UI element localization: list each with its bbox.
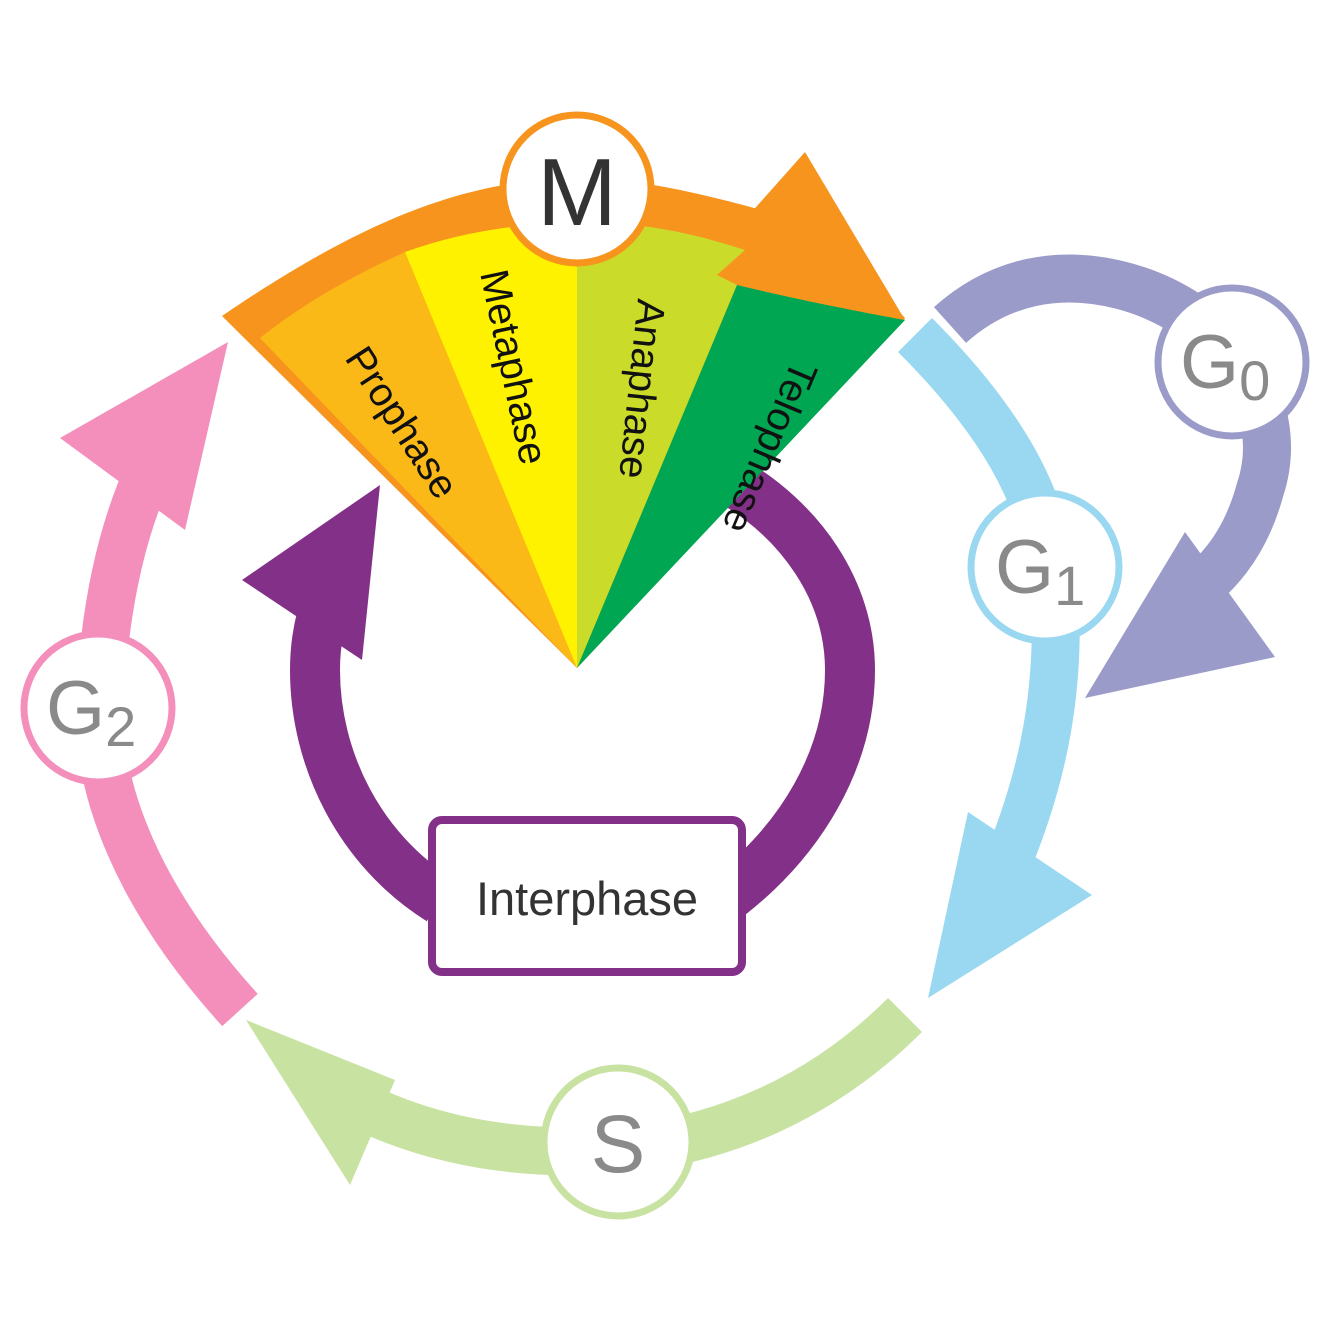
interphase-ring (242, 458, 876, 922)
interphase-box: Interphase (428, 816, 746, 976)
mitosis-fan (260, 222, 905, 668)
g2-sub-label: 2 (105, 695, 136, 758)
g2-main-label: G (46, 666, 105, 751)
g0-node: G0 (1154, 284, 1310, 440)
g0-sub-label: 0 (1239, 349, 1270, 412)
interphase-label: Interphase (476, 872, 698, 925)
g1-phase-arrow (898, 318, 1092, 998)
g0-main-label: G (1180, 320, 1239, 405)
svg-text:G1: G1 (995, 525, 1085, 617)
metaphase-wedge (405, 222, 577, 668)
svg-text:G0: G0 (1180, 320, 1270, 412)
m-phase-node: M (499, 111, 655, 267)
s-node: S (540, 1064, 696, 1220)
s-label: S (591, 1099, 646, 1190)
g1-main-label: G (995, 525, 1054, 610)
m-phase-label: M (537, 139, 617, 246)
g1-node: G1 (967, 489, 1123, 645)
g2-node: G2 (20, 630, 176, 786)
telophase-wedge (577, 285, 905, 668)
svg-text:G2: G2 (46, 666, 136, 758)
anaphase-wedge (577, 222, 745, 668)
g1-sub-label: 1 (1054, 554, 1085, 617)
prophase-wedge (260, 252, 577, 668)
